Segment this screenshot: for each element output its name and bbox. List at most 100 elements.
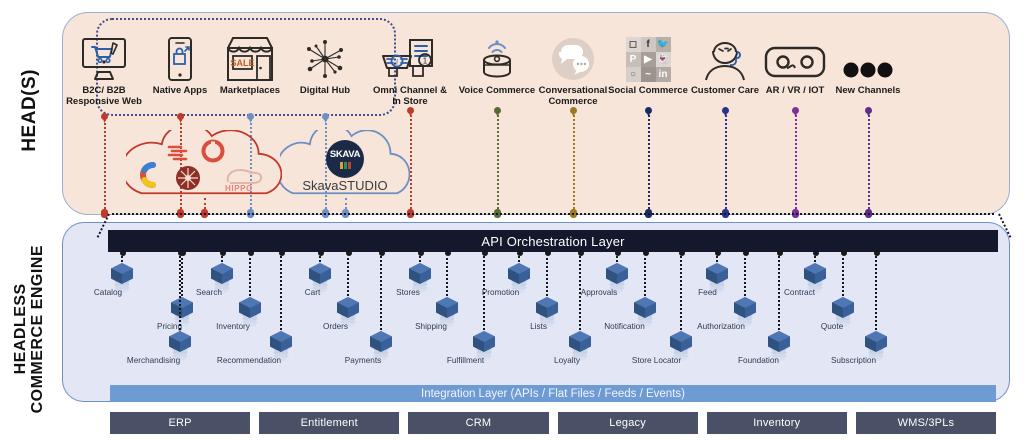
sitecore-logo bbox=[167, 145, 188, 161]
channel-connector-pin bbox=[570, 107, 577, 114]
node-label: Recommendation bbox=[216, 356, 282, 365]
rail-engine-line1: HEADLESS bbox=[12, 283, 30, 376]
node-hanger-line bbox=[516, 250, 523, 262]
channel-label: Omni Channel &In Store bbox=[373, 85, 447, 107]
node-cube-icon bbox=[704, 262, 730, 293]
node-label: Feed bbox=[698, 288, 717, 297]
node-label: Quote bbox=[820, 322, 844, 331]
channel-connector-line bbox=[250, 116, 252, 213]
node-cube-icon bbox=[766, 330, 792, 361]
backend-systems-row: ERP Entitlement CRM Legacy Inventory WMS/3PLs bbox=[110, 412, 997, 434]
node-label: Foundation bbox=[738, 356, 779, 365]
channel-native-apps[interactable]: Native Apps bbox=[132, 20, 228, 97]
node-cube-icon bbox=[863, 330, 889, 361]
node-hanger-line bbox=[345, 250, 352, 296]
cms-cloud: HIPPO bbox=[126, 130, 282, 198]
snapchat-icon: 👻 bbox=[655, 52, 671, 67]
node-hanger-line bbox=[742, 250, 749, 296]
hippo-logo-text: HIPPO bbox=[225, 184, 253, 193]
backend-wms-3pls[interactable]: WMS/3PLs bbox=[855, 412, 997, 434]
node-label: Inventory bbox=[216, 322, 250, 331]
svg-text:1: 1 bbox=[423, 57, 428, 66]
desktop-cart-icon bbox=[56, 20, 152, 82]
skava-logo-bars bbox=[339, 162, 351, 169]
cms-vendor-logos: HIPPO bbox=[126, 130, 282, 198]
node-cube-icon bbox=[407, 262, 433, 293]
channel-connector-line bbox=[497, 110, 499, 213]
node-hanger-line bbox=[278, 250, 285, 330]
channel-label: Native Apps bbox=[152, 85, 208, 96]
backend-label: ERP bbox=[168, 417, 192, 429]
channel-connector-pin bbox=[407, 107, 414, 114]
node-hanger-line bbox=[776, 250, 783, 330]
channel-voice-commerce[interactable]: Voice Commerce bbox=[449, 20, 545, 97]
backend-inventory[interactable]: Inventory bbox=[706, 412, 847, 434]
channel-digital-hub[interactable]: Digital Hub bbox=[277, 20, 373, 97]
node-cube-icon bbox=[268, 330, 294, 361]
node-label: Payments bbox=[344, 356, 382, 365]
skava-logo-badge: SKAVA bbox=[326, 140, 364, 178]
node-cube-icon bbox=[434, 296, 460, 327]
hippo-logo bbox=[226, 168, 263, 184]
api-orchestration-layer-label: API Orchestration Layer bbox=[481, 233, 625, 249]
channel-connector-pin bbox=[494, 107, 501, 114]
channel-customer-care[interactable]: Customer Care bbox=[677, 20, 773, 97]
channel-connector-pin bbox=[177, 113, 184, 120]
node-cube-icon bbox=[632, 296, 658, 327]
chat-bubbles-icon bbox=[525, 20, 621, 82]
node-cube-icon bbox=[604, 262, 630, 293]
backend-crm[interactable]: CRM bbox=[408, 412, 549, 434]
node-label: Store Locator bbox=[631, 356, 682, 365]
channel-connector-line bbox=[648, 110, 650, 213]
node-cube-icon bbox=[732, 296, 758, 327]
channel-label: Voice Commerce bbox=[458, 85, 536, 96]
contentful-c-logo bbox=[140, 162, 156, 188]
node-hanger-line bbox=[417, 250, 424, 262]
node-cube-icon bbox=[209, 262, 235, 293]
backend-legacy[interactable]: Legacy bbox=[557, 412, 698, 434]
node-label: Cart bbox=[304, 288, 321, 297]
channel-connector-pin bbox=[722, 107, 729, 114]
channel-new-channels[interactable]: New Channels bbox=[820, 20, 916, 97]
network-hub-icon bbox=[277, 20, 373, 82]
channel-connector-line bbox=[573, 110, 575, 213]
channel-connector-pin bbox=[645, 107, 652, 114]
node-label: Subscription bbox=[830, 356, 877, 365]
storefront-sale-icon: SALE bbox=[202, 20, 298, 82]
channel-label: Social Commerce bbox=[608, 85, 688, 96]
node-cube-icon bbox=[109, 262, 135, 293]
node-label: Stores bbox=[396, 288, 420, 297]
channel-ar-vr-iot[interactable]: AR / VR / IOT bbox=[747, 20, 843, 97]
channel-connector-pin bbox=[322, 113, 329, 120]
node-label: Fulfillment bbox=[446, 356, 485, 365]
node-hanger-line bbox=[812, 250, 819, 262]
node-hanger-line bbox=[840, 250, 847, 296]
youtube-icon: ▶ bbox=[640, 52, 656, 67]
node-hanger-line bbox=[247, 250, 254, 296]
node-label: Lists bbox=[530, 322, 547, 331]
facebook-icon: f bbox=[640, 37, 656, 52]
node-label: Promotion bbox=[481, 288, 520, 297]
svg-text:SALE: SALE bbox=[230, 58, 254, 68]
node-cube-icon bbox=[802, 262, 828, 293]
whatsapp-icon: ○ bbox=[625, 67, 641, 82]
linkedin-icon: in bbox=[655, 67, 671, 82]
node-cube-icon bbox=[167, 330, 193, 361]
backend-entitlement[interactable]: Entitlement bbox=[259, 412, 400, 434]
node-label: Shipping bbox=[415, 322, 447, 331]
node-label: Pricing bbox=[156, 322, 183, 331]
backend-label: Inventory bbox=[753, 417, 801, 429]
node-label: Search bbox=[196, 288, 222, 297]
vr-headset-icon bbox=[747, 20, 843, 82]
backend-erp[interactable]: ERP bbox=[110, 412, 251, 434]
